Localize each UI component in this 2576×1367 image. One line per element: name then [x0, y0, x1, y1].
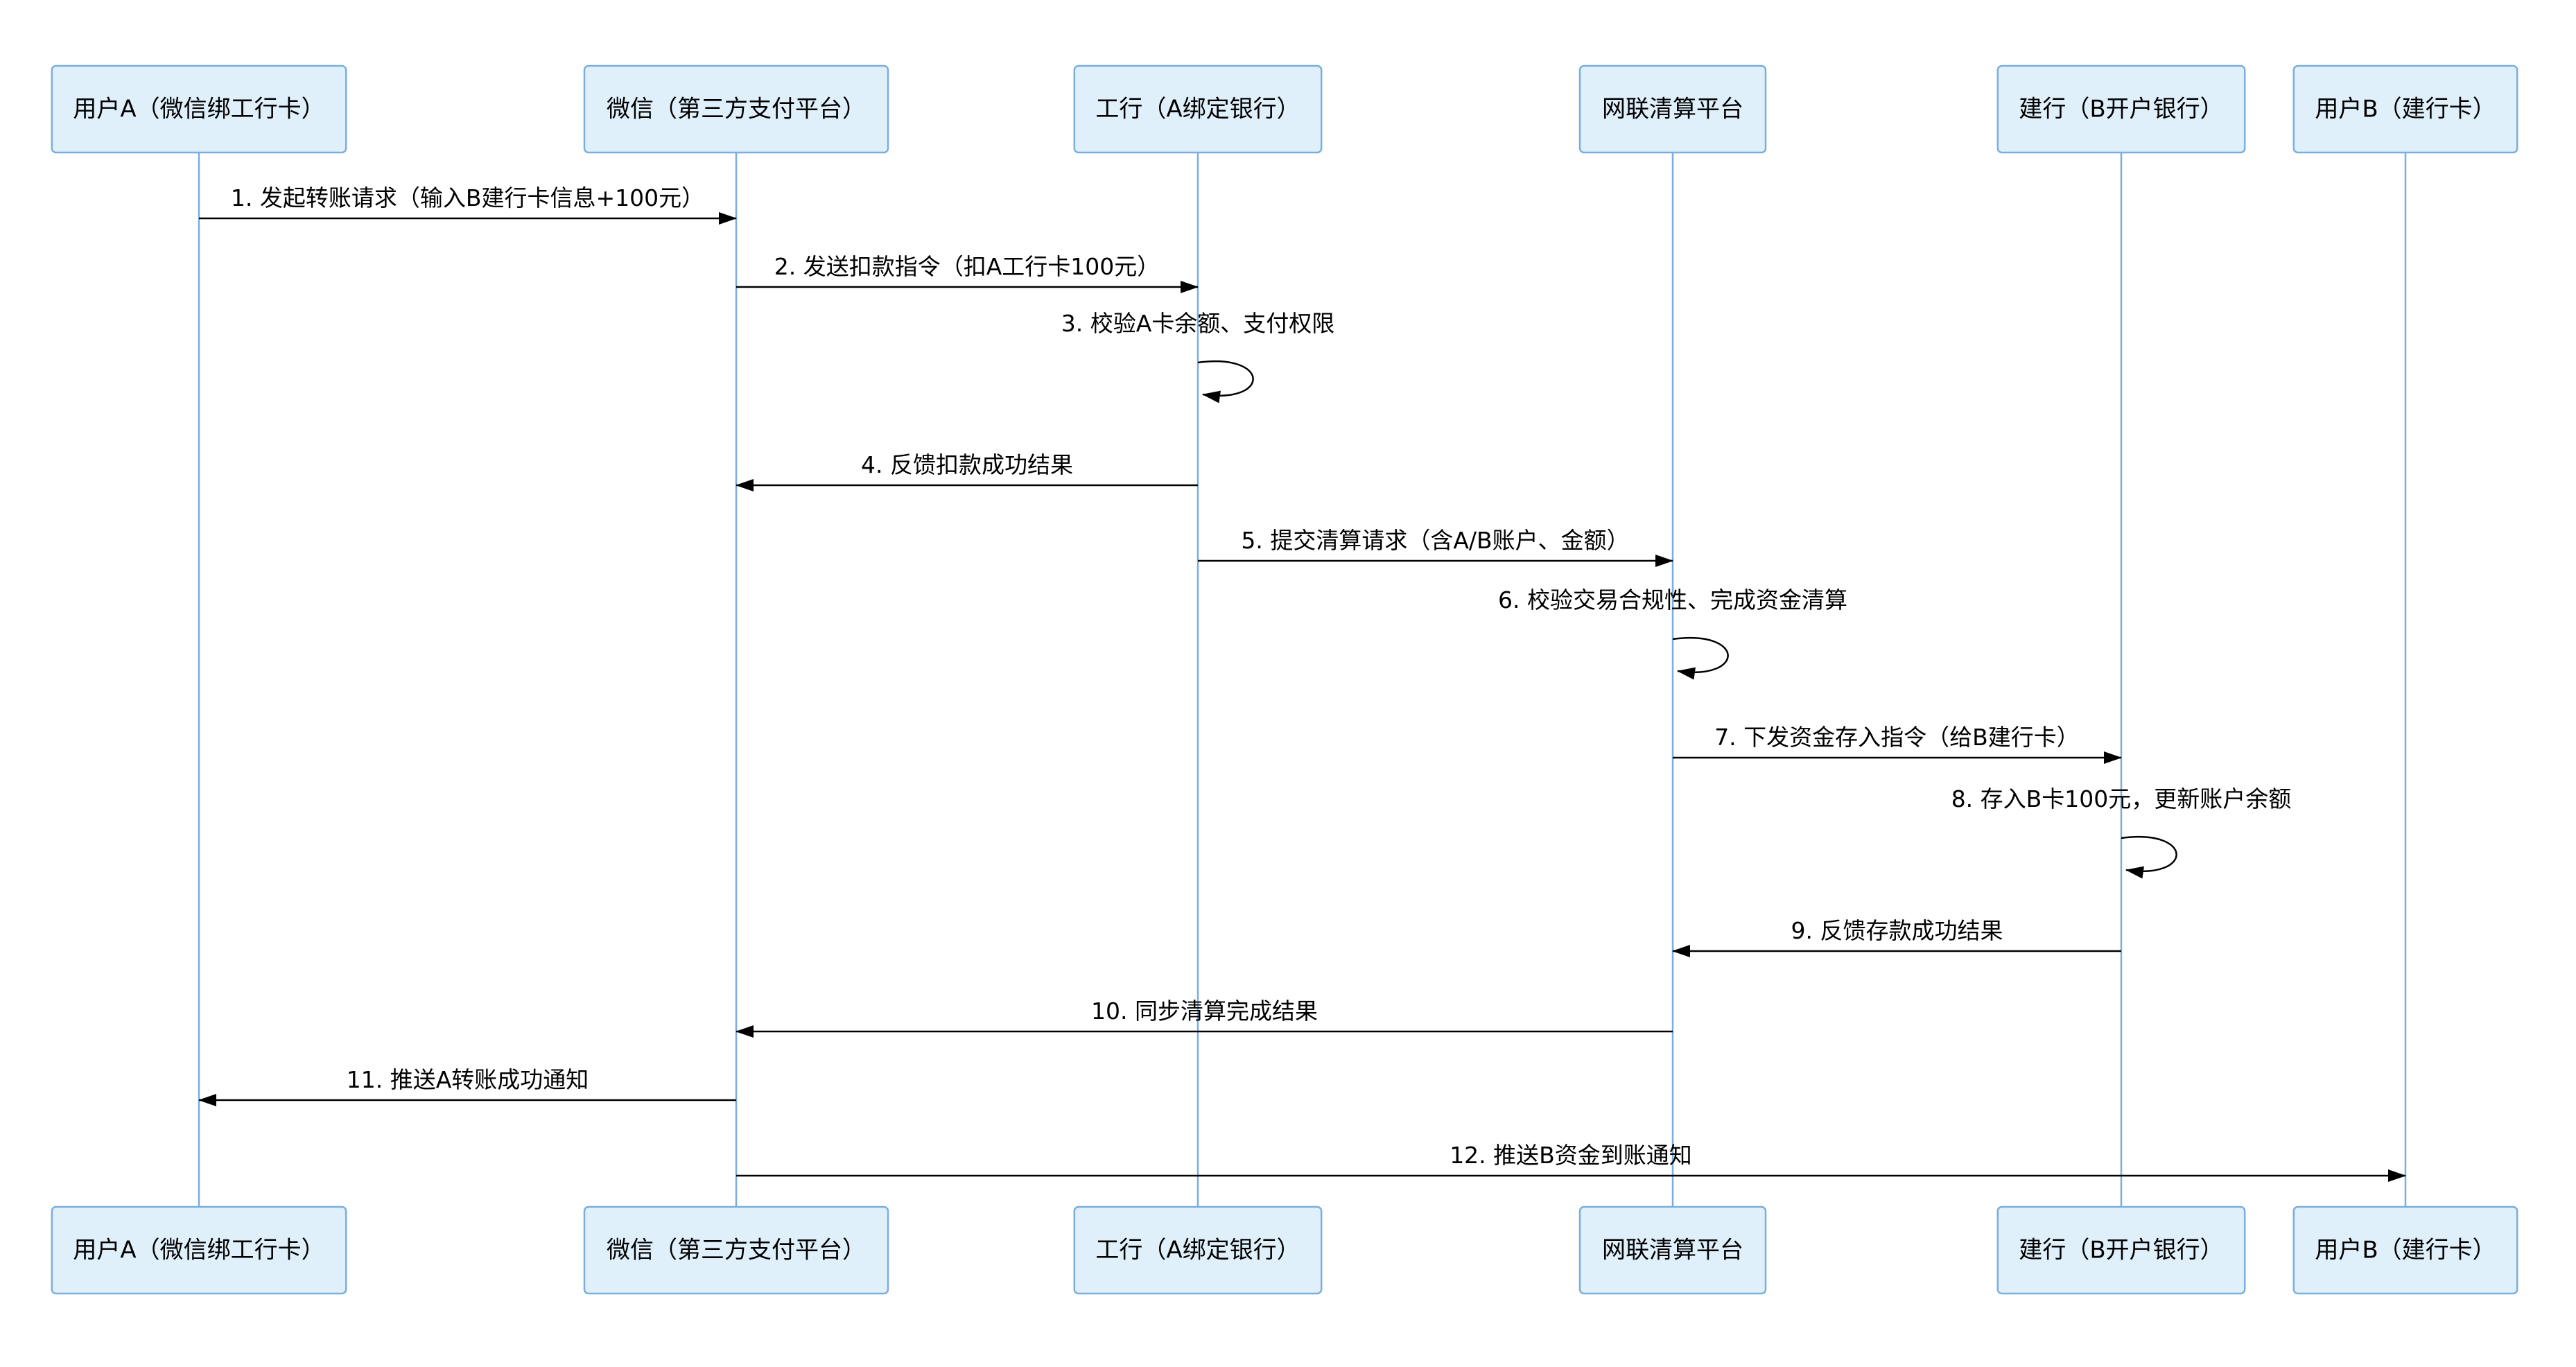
message-label-11: 11. 推送A转账成功通知 [347, 1066, 589, 1093]
message-label-10: 10. 同步清算完成结果 [1091, 998, 1318, 1025]
participant-label-bottom-ccb: 建行（B开户银行） [2019, 1237, 2223, 1264]
participant-label-top-ccb: 建行（B开户银行） [2019, 96, 2223, 123]
participant-label-top-icbc: 工行（A绑定银行） [1095, 96, 1300, 123]
message-label-9: 9. 反馈存款成功结果 [1791, 917, 2003, 944]
participant-box-top-wechat [583, 64, 889, 154]
message-label-5: 5. 提交清算请求（含A/B账户、金额） [1241, 527, 1629, 554]
participant-box-top-userA [51, 64, 347, 154]
participant-box-bottom-userB [2292, 1205, 2518, 1295]
message-selfloop-3 [1197, 360, 1254, 403]
messages-layer: 1. 发起转账请求（输入B建行卡信息+100元） 2. 发送扣款指令（扣A工行卡1… [198, 184, 2406, 1182]
participant-label-bottom-icbc: 工行（A绑定银行） [1095, 1237, 1300, 1264]
participant-label-bottom-userB: 用户B（建行卡） [2315, 1237, 2496, 1264]
participant-label-bottom-userA: 用户A（微信绑工行卡） [73, 1237, 324, 1264]
message-label-6: 6. 校验交易合规性、完成资金清算 [1498, 586, 1847, 613]
participant-label-top-userB: 用户B（建行卡） [2315, 96, 2496, 123]
participant-box-bottom-netsunion [1578, 1205, 1767, 1295]
message-label-7: 7. 下发资金存入指令（给B建行卡） [1714, 724, 2080, 751]
message-label-4: 4. 反馈扣款成功结果 [861, 451, 1073, 478]
participant-label-bottom-netsunion: 网联清算平台 [1602, 1237, 1743, 1264]
message-label-8: 8. 存入B卡100元，更新账户余额 [1951, 785, 2292, 812]
message-label-12: 12. 推送B资金到账通知 [1450, 1142, 1692, 1169]
lifelines-layer [198, 153, 2407, 1207]
message-label-3: 3. 校验A卡余额、支付权限 [1061, 310, 1335, 337]
participant-label-top-wechat: 微信（第三方支付平台） [607, 96, 866, 123]
participant-box-bottom-icbc [1073, 1205, 1323, 1295]
participant-box-bottom-ccb [1996, 1205, 2246, 1295]
message-selfloop-8 [2121, 836, 2177, 879]
participant-label-bottom-wechat: 微信（第三方支付平台） [607, 1237, 866, 1264]
participant-boxes-layer: 用户A（微信绑工行卡） 用户A（微信绑工行卡） 微信（第三方支付平台） 微信（第三方支… [51, 64, 2518, 1295]
participant-box-bottom-wechat [583, 1205, 889, 1295]
participant-box-bottom-userA [51, 1205, 347, 1295]
message-label-2: 2. 发送扣款指令（扣A工行卡100元） [774, 253, 1160, 280]
message-selfloop-6 [1672, 637, 1729, 680]
participant-label-top-userA: 用户A（微信绑工行卡） [73, 96, 324, 123]
participant-box-top-netsunion [1578, 64, 1767, 154]
participant-box-top-userB [2292, 64, 2518, 154]
participant-box-top-ccb [1996, 64, 2246, 154]
participant-box-top-icbc [1073, 64, 1323, 154]
message-label-1: 1. 发起转账请求（输入B建行卡信息+100元） [231, 184, 704, 211]
participant-label-top-netsunion: 网联清算平台 [1602, 96, 1743, 123]
